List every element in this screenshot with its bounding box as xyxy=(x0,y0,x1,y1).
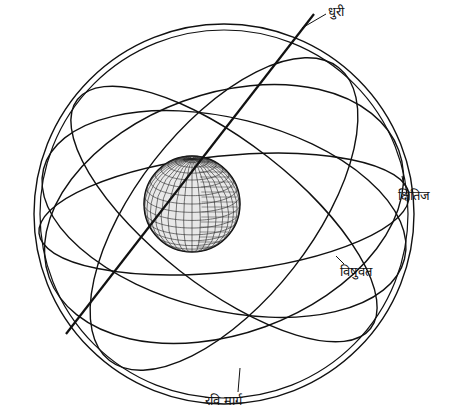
leader-line xyxy=(336,256,344,264)
globe-shading xyxy=(202,207,238,208)
globe-shading xyxy=(199,237,225,238)
outer-ring xyxy=(34,24,414,404)
part-label: रवि मार्ग xyxy=(205,393,242,409)
globe-shading xyxy=(200,232,229,233)
globe-shading xyxy=(198,167,221,168)
part-label: विषुवत xyxy=(340,264,372,280)
globe-shading xyxy=(201,182,233,183)
axis-rod xyxy=(66,14,314,334)
horizon-circle xyxy=(33,137,415,291)
globe-shading xyxy=(201,197,237,198)
leader-line xyxy=(238,368,240,392)
globe-shading xyxy=(201,192,236,193)
globe-shading xyxy=(201,212,236,213)
globe-shading xyxy=(202,202,238,203)
ecliptic-circle xyxy=(20,76,427,352)
part-label: धुरी xyxy=(328,4,344,20)
globe-shading xyxy=(201,187,235,188)
leader-line xyxy=(302,14,326,28)
part-label: क्षितिज xyxy=(398,188,430,204)
globe-shading xyxy=(200,227,232,228)
globe-shading xyxy=(201,217,236,218)
meridian-circle xyxy=(40,13,408,414)
leader-line xyxy=(402,176,404,186)
globe-shading xyxy=(201,222,234,223)
globe-shading xyxy=(196,247,212,248)
colure-circle xyxy=(8,38,440,391)
equator-circle xyxy=(33,43,415,385)
globe-shading xyxy=(200,177,230,178)
globe-shading xyxy=(198,242,220,243)
globe-shading xyxy=(199,172,226,173)
